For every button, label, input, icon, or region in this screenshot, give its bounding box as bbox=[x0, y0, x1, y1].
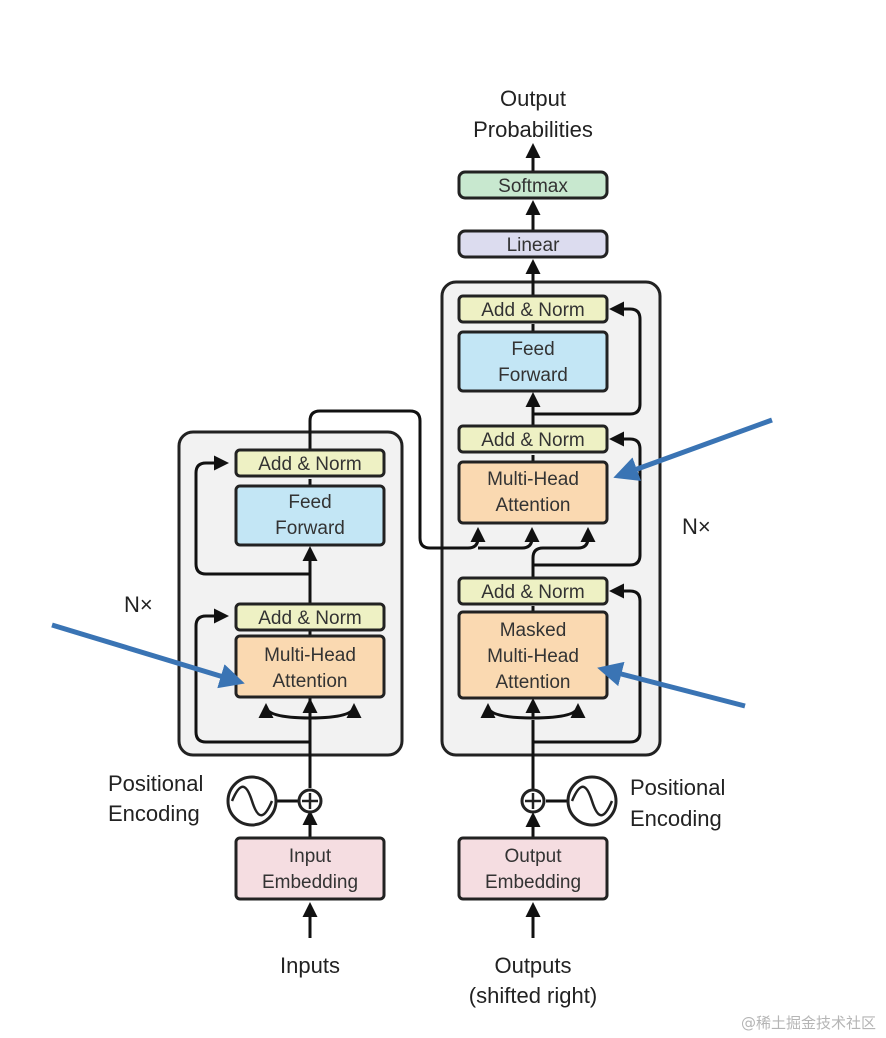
svg-text:Feed: Feed bbox=[511, 339, 554, 360]
decoder-add-norm-top: Add & Norm bbox=[457, 294, 609, 324]
svg-text:Outputs: Outputs bbox=[494, 953, 571, 978]
svg-text:Output: Output bbox=[504, 846, 562, 867]
encoder-feed-forward: Feed Forward bbox=[234, 484, 386, 547]
decoder-repeat-label: N× bbox=[682, 514, 711, 539]
input-embedding: Input Embedding bbox=[234, 836, 386, 901]
outputs-label: Outputs (shifted right) bbox=[469, 953, 597, 1008]
svg-text:Add & Norm: Add & Norm bbox=[481, 582, 584, 603]
svg-text:Feed: Feed bbox=[288, 492, 331, 513]
svg-text:Encoding: Encoding bbox=[108, 801, 200, 826]
sine-wave-icon bbox=[226, 775, 278, 827]
plus-circle-icon bbox=[520, 788, 546, 814]
decoder-multi-head-attention: Multi-Head Attention bbox=[457, 460, 609, 525]
output-embedding: Output Embedding bbox=[457, 836, 609, 901]
svg-text:Embedding: Embedding bbox=[262, 872, 358, 893]
arrow-icon bbox=[597, 661, 746, 709]
svg-text:Attention: Attention bbox=[496, 672, 571, 693]
encoder-multi-head-attention: Multi-Head Attention bbox=[234, 634, 386, 699]
svg-text:Linear: Linear bbox=[507, 235, 560, 256]
plus-circle-icon bbox=[297, 788, 323, 814]
connections bbox=[194, 143, 642, 938]
arrow-icon bbox=[51, 622, 245, 689]
svg-text:Attention: Attention bbox=[273, 671, 348, 692]
decoder-feed-forward: Feed Forward bbox=[457, 330, 609, 393]
svg-text:Multi-Head: Multi-Head bbox=[487, 469, 579, 490]
encoder-add-norm-bottom: Add & Norm bbox=[234, 602, 386, 632]
decoder-positional-encoding: Positional Encoding bbox=[630, 775, 725, 831]
encoder-add-norm-top: Add & Norm bbox=[234, 448, 386, 478]
svg-text:Add & Norm: Add & Norm bbox=[481, 300, 584, 321]
watermark: @稀土掘金技术社区 bbox=[741, 1014, 876, 1032]
encoder-repeat-label: N× bbox=[124, 592, 153, 617]
svg-text:Embedding: Embedding bbox=[485, 872, 581, 893]
output-probabilities-label: Output Probabilities bbox=[473, 86, 593, 142]
svg-text:Positional: Positional bbox=[108, 771, 203, 796]
decoder-add-norm-mid: Add & Norm bbox=[457, 424, 609, 454]
decoder-masked-multi-head-attention: Masked Multi-Head Attention bbox=[457, 610, 609, 700]
svg-text:Add & Norm: Add & Norm bbox=[481, 430, 584, 451]
sine-wave-icon bbox=[566, 775, 618, 827]
encoder-positional-encoding: Positional Encoding bbox=[108, 771, 203, 826]
svg-text:(shifted right): (shifted right) bbox=[469, 983, 597, 1008]
svg-text:Attention: Attention bbox=[496, 495, 571, 516]
inputs-label: Inputs bbox=[280, 953, 340, 978]
linear-layer: Linear bbox=[457, 229, 609, 259]
svg-text:Softmax: Softmax bbox=[498, 176, 568, 197]
svg-text:Multi-Head: Multi-Head bbox=[487, 646, 579, 667]
svg-text:Multi-Head: Multi-Head bbox=[264, 645, 356, 666]
svg-text:Masked: Masked bbox=[500, 620, 567, 641]
svg-text:Forward: Forward bbox=[498, 365, 568, 386]
decoder-add-norm-bottom: Add & Norm bbox=[457, 576, 609, 606]
annotation-arrows bbox=[51, 417, 773, 709]
arrow-icon bbox=[613, 417, 773, 481]
svg-text:Encoding: Encoding bbox=[630, 806, 722, 831]
encoder-stack bbox=[177, 430, 404, 757]
svg-text:Forward: Forward bbox=[275, 518, 345, 539]
svg-text:Output: Output bbox=[500, 86, 566, 111]
softmax-layer: Softmax bbox=[457, 170, 609, 200]
svg-text:Positional: Positional bbox=[630, 775, 725, 800]
svg-text:Add & Norm: Add & Norm bbox=[258, 454, 361, 475]
svg-text:Add & Norm: Add & Norm bbox=[258, 608, 361, 629]
svg-text:Input: Input bbox=[289, 846, 332, 867]
svg-text:Probabilities: Probabilities bbox=[473, 117, 593, 142]
